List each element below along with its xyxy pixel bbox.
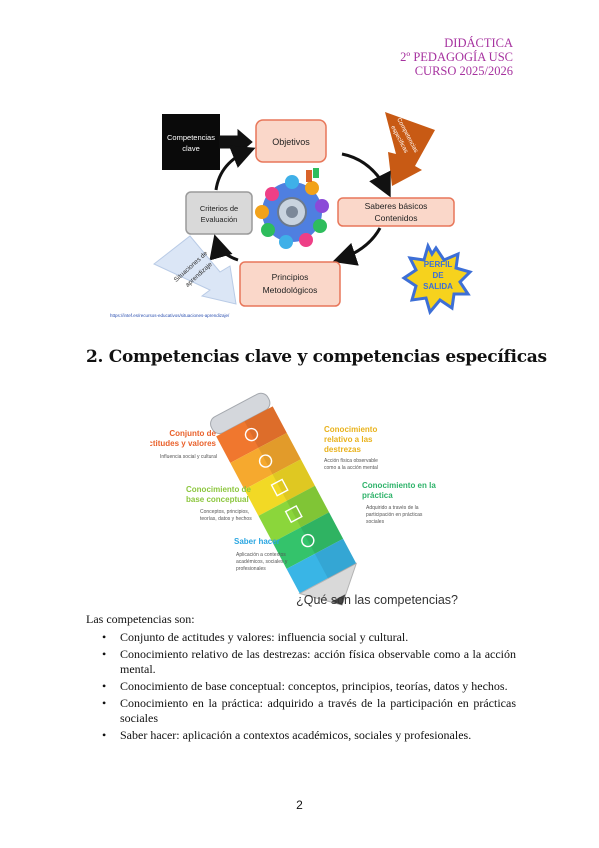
perfil-line2: DE xyxy=(432,271,444,280)
header-degree: 2º PEDAGOGÍA USC xyxy=(400,50,513,64)
item4-desc-line1: Adquirido a través de la xyxy=(366,505,419,511)
page-number: 2 xyxy=(296,798,303,812)
item5-desc-line2: académicos, sociales y xyxy=(236,559,288,565)
building-icon xyxy=(284,505,303,524)
source-link[interactable]: https://intef.es/recursos-educativos/sit… xyxy=(110,313,230,318)
hand-icon xyxy=(258,454,273,468)
intro-text: Las competencias son: xyxy=(86,612,195,626)
item3-desc-line2: teorías, datos y hechos xyxy=(200,516,252,522)
item2-desc-line1: Acción física observable xyxy=(324,458,378,464)
list-item: • Conocimiento en la práctica: adquirido … xyxy=(86,696,516,726)
bullet-icon: • xyxy=(102,696,107,710)
central-gear-icon xyxy=(255,168,329,249)
perfil-salida-star: PERFIL DE SALIDA xyxy=(401,241,473,316)
perfil-line3: SALIDA xyxy=(423,282,453,291)
item3-title-line2: base conceptual xyxy=(186,495,249,504)
competencias-pencil-infographic: Conjunto de actitudes y valores Influenc… xyxy=(150,392,458,607)
saberes-to-principios-arrow xyxy=(332,227,382,266)
list-item: • Saber hacer: aplicación a contextos aca… xyxy=(86,728,516,743)
item5-desc-line3: profesionales xyxy=(236,566,266,572)
header-course-year: CURSO 2025/2026 xyxy=(414,64,513,78)
saberes-basicos-box: Saberes básicos Contenidos xyxy=(337,197,455,227)
item5-title: Saber hacer xyxy=(234,537,280,546)
item2-desc-line2: como a la acción mental xyxy=(324,465,378,471)
item3-desc-line1: Conceptos, principios, xyxy=(200,509,249,515)
objetivos-to-saberes-arrow xyxy=(341,152,391,198)
item1-desc: Influencia social y cultural xyxy=(160,454,217,460)
competencias-list: • Conjunto de actitudes y valores: influe… xyxy=(86,630,516,745)
curriculum-elements-diagram: Competencias clave Objetivos Competencia… xyxy=(153,112,473,316)
item-actitudes-valores: Conjunto de actitudes y valores Influenc… xyxy=(150,429,217,460)
item2-title-line3: destrezas xyxy=(324,445,361,454)
objetivos-box: Objetivos xyxy=(255,119,327,163)
item3-title-line1: Conocimiento de xyxy=(186,485,251,494)
list-item: • Conjunto de actitudes y valores: influe… xyxy=(86,630,516,645)
list-item-text: Conjunto de actitudes y valores: influen… xyxy=(120,630,409,644)
item1-title-line1: Conjunto de xyxy=(169,429,216,438)
book-icon xyxy=(270,478,289,497)
situaciones-aprendizaje-arrow: Situaciones de aprendizaje xyxy=(153,235,237,305)
list-item-text: Conocimiento de base conceptual: concept… xyxy=(120,679,508,693)
criterios-line2: Evaluación xyxy=(201,215,238,224)
list-item-text: Conocimiento relativo de las destrezas: … xyxy=(120,647,516,676)
gear-icon xyxy=(301,533,315,548)
item-practica: Conocimiento en la práctica Adquirido a … xyxy=(362,481,436,525)
list-item-text: Saber hacer: aplicación a contextos acad… xyxy=(120,728,472,742)
objetivos-label: Objetivos xyxy=(272,137,310,147)
item2-title-line2: relativo a las xyxy=(324,435,373,444)
principios-metodologicos-box: Principios Metodológicos xyxy=(239,261,341,307)
item-saber-hacer: Saber hacer Aplicación a contextos acadé… xyxy=(234,537,288,572)
item4-desc-line2: participación en prácticas xyxy=(366,512,423,518)
list-item: • Conocimiento relativo de las destrezas:… xyxy=(86,647,516,677)
header-subject: DIDÁCTICA xyxy=(444,36,513,50)
principios-line2: Metodológicos xyxy=(263,285,318,295)
list-item-text: Conocimiento en la práctica: adquirido a… xyxy=(120,696,516,725)
item4-title-line2: práctica xyxy=(362,491,393,500)
competencias-especificas-arrow: Competencias específicas xyxy=(385,112,435,186)
perfil-line1: PERFIL xyxy=(424,260,453,269)
criterios-line1: Criterios de xyxy=(200,204,238,213)
infographic-question: ¿Qué son las competencias? xyxy=(296,593,458,607)
criterios-to-objetivos-arrow xyxy=(214,145,256,191)
item1-title-line2: actitudes y valores xyxy=(150,439,217,448)
competencias-clave-line2: clave xyxy=(182,144,200,153)
item-destrezas: Conocimiento relativo a las destrezas Ac… xyxy=(324,425,378,471)
saberes-line2: Contenidos xyxy=(374,213,417,223)
item2-title-line1: Conocimiento xyxy=(324,425,377,434)
item5-desc-line1: Aplicación a contextos xyxy=(236,552,286,558)
course-header: DIDÁCTICA 2º PEDAGOGÍA USC CURSO 2025/20… xyxy=(400,36,513,78)
bullet-icon: • xyxy=(102,647,107,661)
item4-desc-line3: sociales xyxy=(366,519,385,525)
criterios-evaluacion-box: Criterios de Evaluación xyxy=(185,191,253,235)
item4-title-line1: Conocimiento en la xyxy=(362,481,436,490)
bullet-icon: • xyxy=(102,679,107,693)
competencias-clave-line1: Competencias xyxy=(167,133,215,142)
item-base-conceptual: Conocimiento de base conceptual Concepto… xyxy=(186,485,252,522)
section-title: 2. Competencias clave y competencias esp… xyxy=(86,347,547,367)
principios-to-criterios-arrow xyxy=(209,234,239,262)
pencil-icon xyxy=(210,392,358,606)
principios-line1: Principios xyxy=(272,272,309,282)
bullet-icon: • xyxy=(102,630,107,644)
list-item: • Conocimiento de base conceptual: concep… xyxy=(86,679,516,694)
saberes-line1: Saberes básicos xyxy=(365,201,428,211)
bullet-icon: • xyxy=(102,728,107,742)
values-icon xyxy=(244,427,259,442)
competencias-clave-box: Competencias clave xyxy=(162,114,220,170)
